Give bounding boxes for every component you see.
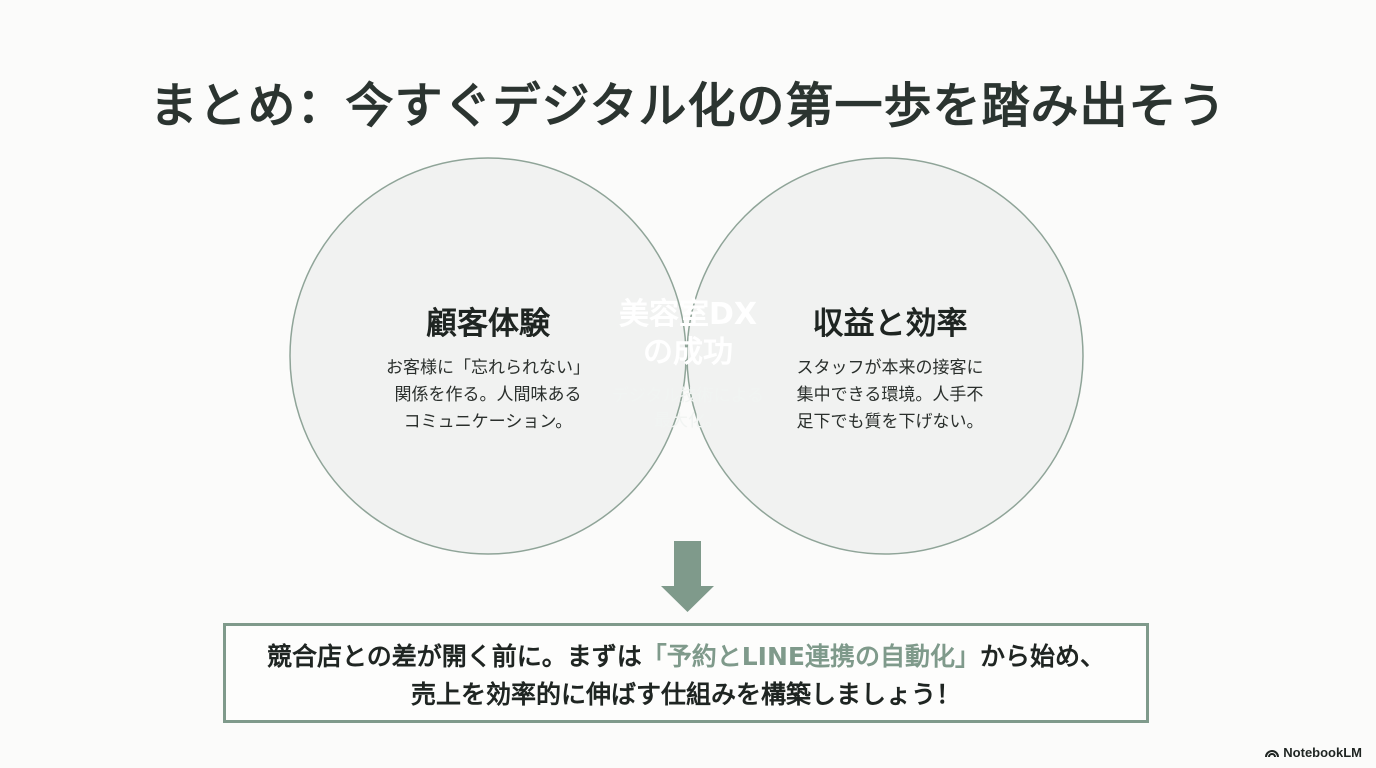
callout-line-2: 売上を効率的に伸ばす仕組みを構築しましょう！ (410, 680, 961, 709)
down-arrow-icon (661, 541, 714, 612)
left-circle-body: お客様に「忘れられない」 関係を作る。人間味ある コミュニケーション。 (386, 358, 590, 432)
right-circle-body: スタッフが本来の接客に 集中できる環境。人手不 足下でも質を下げない。 (796, 358, 984, 432)
callout-box: 競合店との差が開く前に。まずは「予約とLINE連携の自動化」から始め、 売上を効… (223, 623, 1149, 723)
venn-circle-left (289, 157, 687, 555)
center-heading: 美容室DX の成功 (618, 297, 758, 370)
left-circle-label: 顧客体験 お客様に「忘れられない」 関係を作る。人間味ある コミュニケーション。 (378, 298, 598, 436)
brand-watermark: NotebookLM (1265, 745, 1362, 760)
venn-circle-right (686, 157, 1084, 555)
right-circle-heading: 収益と効率 (812, 306, 968, 342)
callout-line-1-post: から始め、 (979, 642, 1105, 671)
center-label: 美容室DX の成功 デジタル技術による 最大化。 (597, 296, 779, 434)
callout-line-1-pre: 競合店との差が開く前に。まずは (266, 642, 642, 671)
callout-highlight: 「予約とLINE連携の自動化」 (641, 642, 980, 671)
center-body: デジタル技術による 最大化。 (611, 386, 765, 431)
brand-name: NotebookLM (1283, 745, 1362, 760)
right-circle-label: 収益と効率 スタッフが本来の接客に 集中できる環境。人手不 足下でも質を下げない… (780, 298, 1000, 436)
slide-title: まとめ：今すぐデジタル化の第一歩を踏み出そう (149, 78, 1227, 134)
left-circle-heading: 顧客体験 (426, 306, 550, 342)
callout-line-1: 競合店との差が開く前に。まずは「予約とLINE連携の自動化」から始め、 (226, 638, 1146, 676)
notebooklm-logo-icon (1265, 750, 1280, 758)
